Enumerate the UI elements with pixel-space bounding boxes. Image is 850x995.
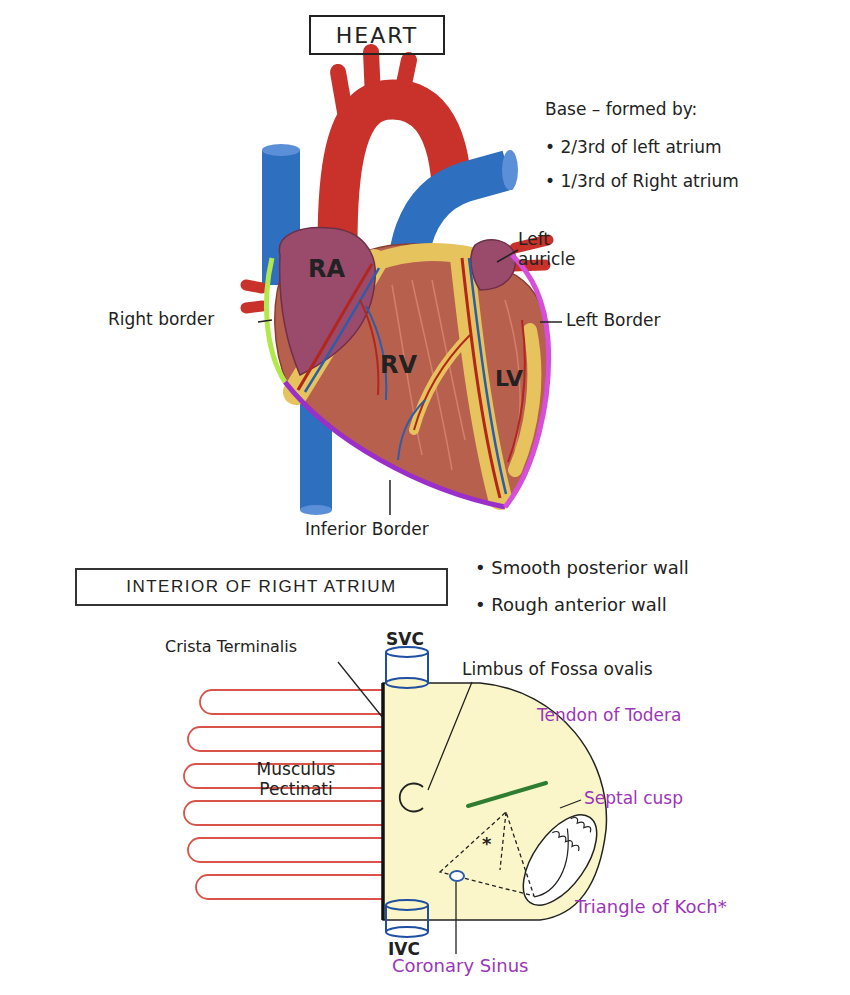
musculi-pectinati <box>184 690 383 899</box>
border-label: Right border <box>108 310 214 330</box>
structure-label: Septal cusp <box>584 789 683 809</box>
note-text: • Smooth posterior wall <box>475 558 689 579</box>
koch-triangle <box>440 812 534 896</box>
coronary-fat <box>375 252 472 262</box>
structure-label: Musculus Pectinati <box>236 760 356 799</box>
section-box: INTERIOR OF RIGHT ATRIUM <box>75 568 448 606</box>
inferior-border-line <box>285 382 505 507</box>
part-label: Left auricle <box>518 230 590 269</box>
cardiac-vein <box>305 268 379 392</box>
coronary-fat <box>414 335 470 430</box>
svc-opening <box>262 144 300 156</box>
crista-terminalis-ridge <box>381 683 385 920</box>
chamber-label: RV <box>380 352 417 380</box>
coronary-branches <box>360 300 525 462</box>
structure-label: Tendon of Todera <box>537 706 681 726</box>
cardiac-vein-branches <box>366 306 425 460</box>
coronary-fat <box>462 258 500 498</box>
leader-lines <box>258 250 562 515</box>
note-text: Base – formed by: <box>545 100 697 120</box>
left-auricle <box>471 240 516 290</box>
structure-label: Coronary Sinus <box>392 956 528 977</box>
pulmonary-artery-end <box>502 150 518 190</box>
border-label: Inferior Border <box>305 520 429 540</box>
coronary-sinus-opening <box>450 871 464 881</box>
note-text: • Rough anterior wall <box>475 595 667 616</box>
structure-label: Triangle of Koch* <box>575 897 727 918</box>
vessel-label: SVC <box>386 630 424 650</box>
asterisk-mark: * <box>482 834 491 855</box>
svc-rim <box>386 678 428 688</box>
cusp-scallops <box>516 811 593 902</box>
ivc-rim <box>386 927 428 937</box>
structure-label: Limbus of Fossa ovalis <box>462 660 653 680</box>
chamber-label: RA <box>308 256 345 284</box>
border-label: Left Border <box>566 311 660 331</box>
section-heading: INTERIOR OF RIGHT ATRIUM <box>126 577 397 597</box>
tendon-line <box>468 783 546 806</box>
title-heading: HEART <box>309 15 445 55</box>
fossa-ovalis <box>400 784 423 812</box>
note-text: • 2/3rd of left atrium <box>545 138 722 158</box>
chamber-label: LV <box>495 366 523 391</box>
note-text: • 1/3rd of Right atrium <box>545 172 739 192</box>
ivc-rim <box>386 900 428 910</box>
structure-label: Crista Terminalis <box>165 638 297 656</box>
anterior-interventricular-artery <box>462 258 500 498</box>
ivc-opening <box>300 505 332 515</box>
